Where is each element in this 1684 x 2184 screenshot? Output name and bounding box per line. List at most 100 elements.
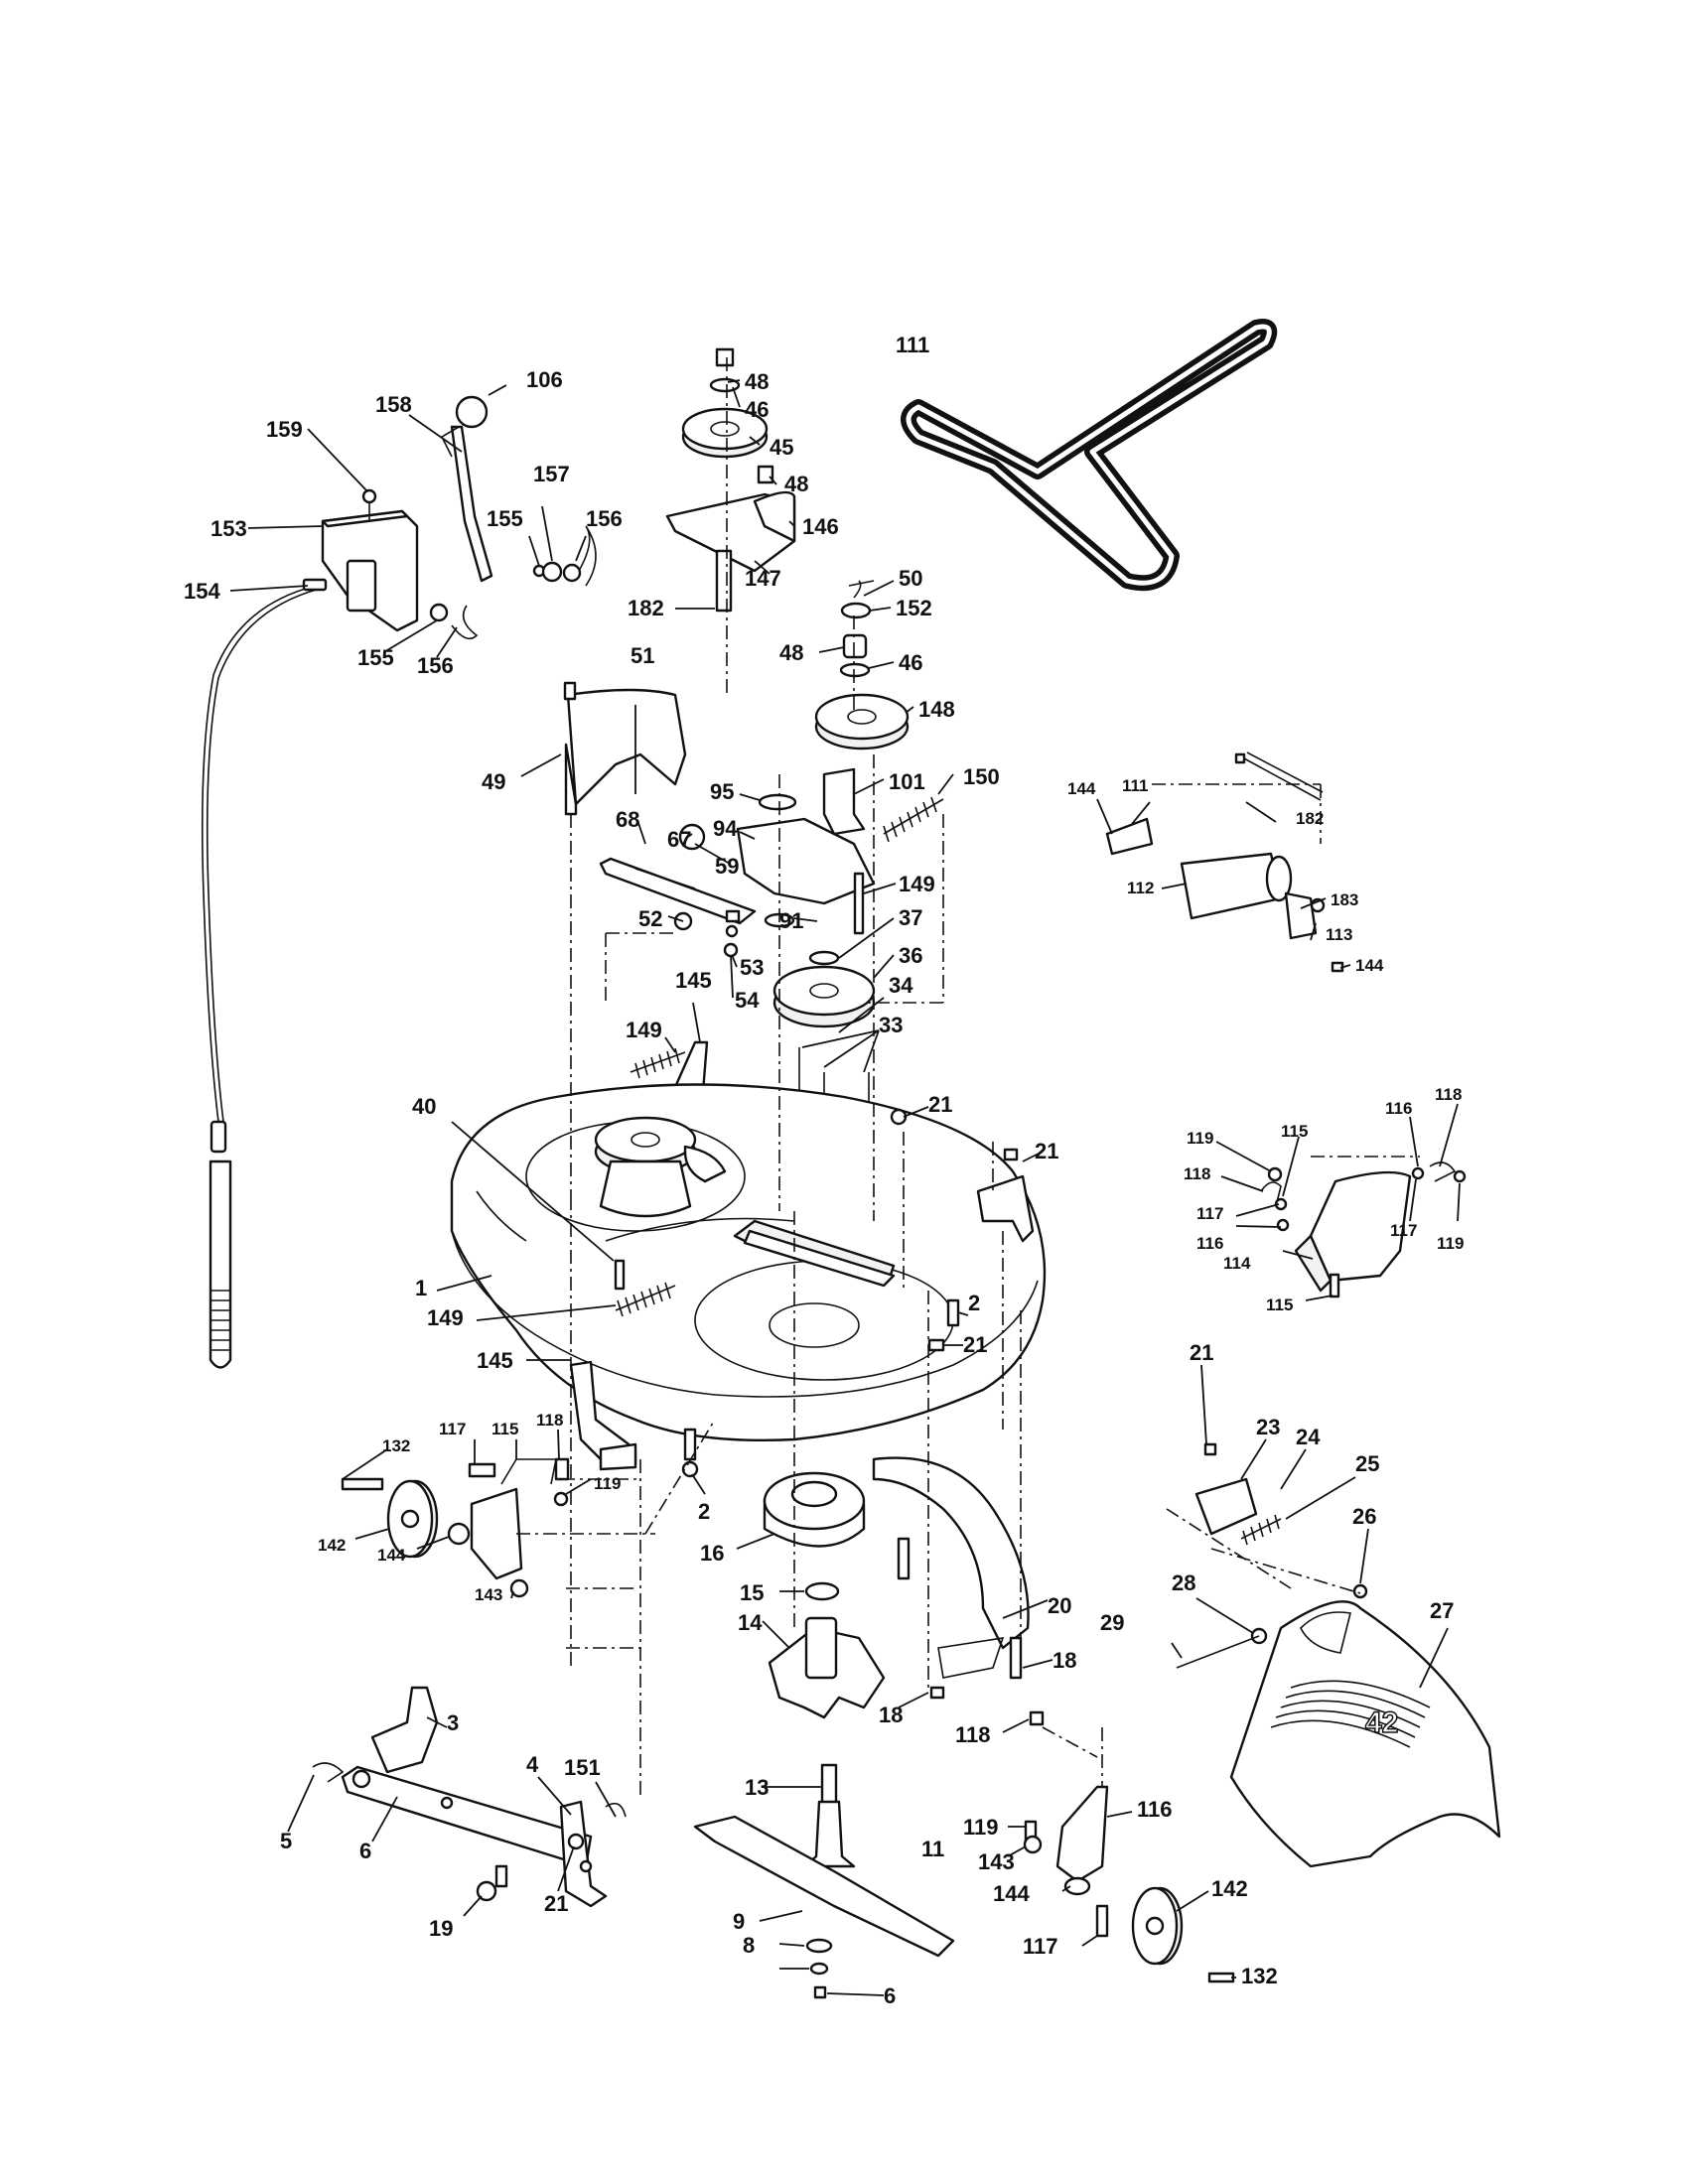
callout-40-top: 48 xyxy=(745,369,769,394)
callout-103-right: 116 xyxy=(1385,1099,1412,1118)
callout-48: 52 xyxy=(638,906,662,931)
callout-111: 115 xyxy=(491,1420,518,1438)
callout-46: 51 xyxy=(631,643,654,668)
callout-21-d: 21 xyxy=(1190,1340,1213,1365)
callout-151: 153 xyxy=(210,516,247,541)
callout-95: 113 xyxy=(1326,925,1352,944)
callout-36: 45 xyxy=(770,435,793,460)
callout-59: 101 xyxy=(889,769,925,794)
callout-labels: 106 158 159 153 154 155 156 155 157 156 … xyxy=(184,333,1464,2008)
callout-33: 37 xyxy=(899,905,922,930)
callout-146: 149 xyxy=(899,872,935,896)
callout-132-upper: 144 xyxy=(1067,779,1096,798)
idler-pulley-top xyxy=(665,347,796,613)
callout-52: 67 xyxy=(667,827,691,852)
callout-116-left: 132 xyxy=(382,1436,410,1455)
arm-142-lower xyxy=(569,1360,637,1471)
callout-14: 14 xyxy=(738,1610,763,1635)
idler-arm xyxy=(599,823,757,958)
callout-112: 116 xyxy=(1137,1797,1173,1822)
callout-19: 19 xyxy=(429,1916,453,1941)
pulley-cover-bracket xyxy=(563,681,687,816)
callout-8: 6 xyxy=(884,1983,896,2008)
deck-side-bracket xyxy=(976,1148,1035,1243)
callout-114-right: 118 xyxy=(955,1722,991,1747)
callout-28: 28 xyxy=(1172,1570,1195,1595)
callout-106-right: 119 xyxy=(1437,1234,1464,1253)
callout-118-right: 143 xyxy=(978,1849,1015,1874)
callout-159: 182 xyxy=(628,596,664,620)
mower-blade xyxy=(693,1815,955,1999)
callout-153-upper: 155 xyxy=(487,506,523,531)
callout-152: 154 xyxy=(184,579,220,604)
callout-101: 114 xyxy=(1223,1254,1251,1273)
callout-21-b: 21 xyxy=(1035,1139,1058,1163)
discharge-chute-assembly: 42 xyxy=(1176,1442,1501,1868)
callout-18-left: 18 xyxy=(879,1703,903,1727)
leader-lines xyxy=(229,379,1461,1996)
callout-10: 9 xyxy=(733,1909,745,1934)
callout-68: 111 xyxy=(896,333,929,357)
callout-117-left: 142 xyxy=(318,1536,346,1555)
callout-103-left: 116 xyxy=(1196,1234,1223,1253)
callout-104-right: 117 xyxy=(1390,1221,1417,1240)
callout-102-lower: 115 xyxy=(1266,1296,1293,1314)
gauge-wheel-left xyxy=(341,1457,570,1598)
deck-spindle-left xyxy=(594,1116,697,1218)
callout-37-lower: 46 xyxy=(899,650,922,675)
callout-67: 106 xyxy=(526,367,563,392)
spring-147-lower xyxy=(614,1259,676,1317)
callout-106-left: 119 xyxy=(1187,1129,1213,1148)
lift-lever-assembly xyxy=(321,395,597,640)
callout-118-left: 143 xyxy=(475,1585,502,1604)
callout-4: 4 xyxy=(526,1752,539,1777)
callout-6: 6 xyxy=(359,1839,371,1863)
callout-94: 112 xyxy=(1127,879,1154,897)
callout-40-lower: 48 xyxy=(779,640,803,665)
spindle-housing xyxy=(768,1581,886,1719)
idler-pulley-mid xyxy=(814,580,910,836)
callout-49: 53 xyxy=(740,955,764,980)
callout-114-left: 118 xyxy=(536,1411,563,1430)
callout-2-b: 2 xyxy=(698,1499,710,1524)
callout-157: 158 xyxy=(375,392,412,417)
callout-183: 183 xyxy=(1331,890,1358,909)
idler-spring-148 xyxy=(883,796,944,843)
callout-116-right: 132 xyxy=(1241,1964,1278,1988)
callout-145: 148 xyxy=(918,697,955,722)
assembly-lines xyxy=(516,357,1420,1797)
callout-182: 182 xyxy=(1296,809,1324,828)
callout-27: 27 xyxy=(1430,1598,1454,1623)
callout-21-e: 21 xyxy=(544,1891,568,1916)
callout-23: 23 xyxy=(1256,1415,1280,1439)
callout-142-upper: 145 xyxy=(675,968,712,993)
callout-1: 1 xyxy=(415,1276,427,1300)
callout-18-right: 18 xyxy=(1052,1648,1076,1673)
callout-53: 68 xyxy=(616,807,639,832)
callout-113-left: 117 xyxy=(439,1420,466,1438)
callout-31: 34 xyxy=(889,973,913,998)
callout-26: 26 xyxy=(1352,1504,1376,1529)
callout-147-lower: 149 xyxy=(427,1305,464,1330)
anti-scalp-roller xyxy=(1105,751,1344,973)
callout-119-right: 144 xyxy=(993,1881,1030,1906)
callout-158: 159 xyxy=(266,417,303,442)
callout-5: 5 xyxy=(280,1829,292,1853)
callout-16: 16 xyxy=(700,1541,724,1566)
callout-148: 150 xyxy=(963,764,1000,789)
mower-deck-housing xyxy=(450,1083,1047,1442)
callout-117-right: 142 xyxy=(1211,1876,1248,1901)
callout-143: 146 xyxy=(802,514,839,539)
callout-20: 20 xyxy=(1048,1593,1071,1618)
callout-37-top: 46 xyxy=(745,397,769,422)
callout-21-a: 21 xyxy=(928,1092,952,1117)
callout-105-left: 118 xyxy=(1184,1164,1210,1183)
callout-113-right: 117 xyxy=(1023,1934,1058,1959)
callout-34: 40 xyxy=(412,1094,436,1119)
discharge-deflector-small xyxy=(1260,1161,1467,1298)
callout-149: 151 xyxy=(564,1755,601,1780)
callout-153-lower: 155 xyxy=(357,645,394,670)
callout-147-upper: 149 xyxy=(626,1018,662,1042)
lift-cable xyxy=(201,578,328,1369)
